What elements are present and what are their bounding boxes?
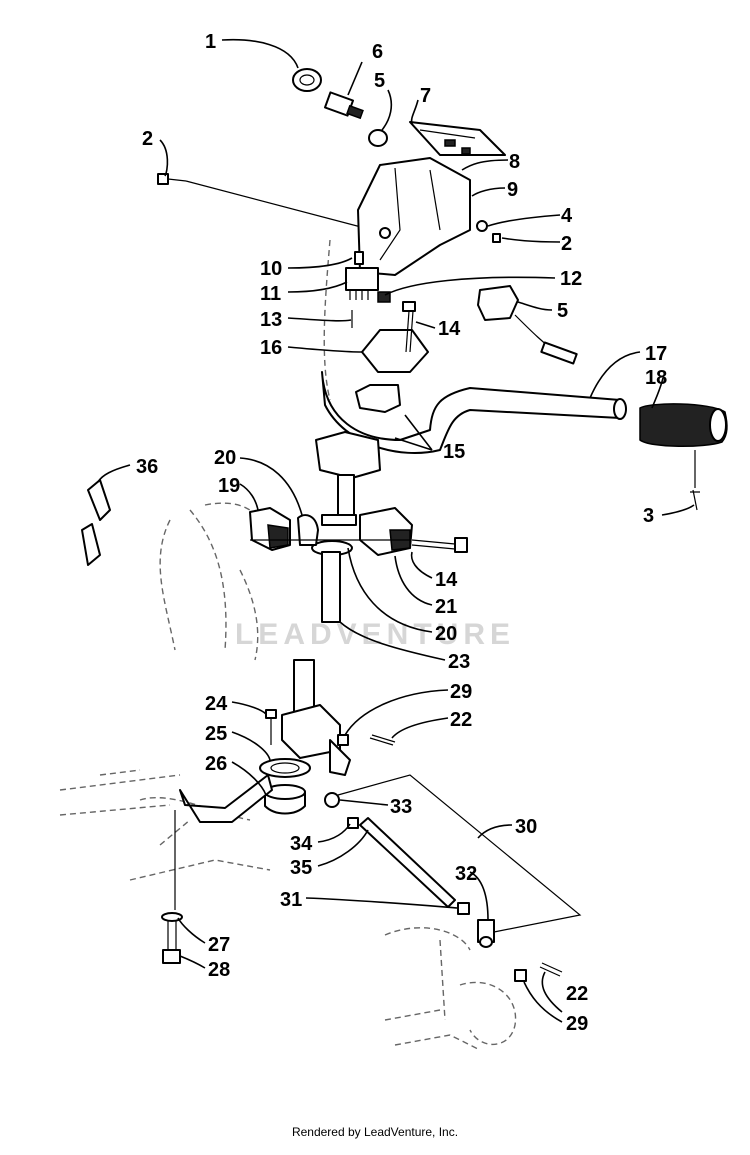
callout-12: 12	[560, 268, 582, 290]
leader-lines	[97, 38, 695, 1023]
callout-18: 18	[645, 367, 667, 389]
callout-21: 21	[435, 596, 457, 618]
part-14-bolt-lower	[411, 537, 468, 553]
part-16-bracket	[361, 329, 429, 373]
assembly-line	[185, 180, 381, 233]
part-14-bolt	[402, 301, 416, 353]
part-6-key	[323, 91, 364, 120]
callout-23: 23	[448, 651, 470, 673]
part-7-cover	[409, 121, 506, 156]
part-1-nut	[292, 68, 322, 92]
callout-13: 13	[260, 309, 282, 331]
callout-4: 4	[561, 205, 573, 227]
part-30-bracket-line	[337, 774, 582, 933]
part-26-collar	[264, 784, 306, 815]
part-5-washer	[368, 129, 388, 147]
part-24-bolt	[265, 709, 277, 745]
callout-20: 20	[214, 447, 236, 469]
part-4-washer	[476, 220, 488, 232]
part-5-switch	[477, 285, 578, 365]
part-15-clamp	[355, 384, 401, 413]
part-steering-arm	[281, 659, 351, 776]
callout-2-right: 2	[561, 233, 572, 255]
part-35-tie-rod	[359, 817, 456, 908]
callout-19: 19	[218, 475, 240, 497]
callout-2: 2	[142, 128, 153, 150]
part-19-clamp	[249, 507, 291, 551]
callout-32: 32	[455, 863, 477, 885]
part-9-housing	[357, 157, 471, 276]
callout-29-lower: 29	[566, 1013, 588, 1035]
part-23-steering-post	[311, 431, 381, 623]
callout-29: 29	[450, 681, 472, 703]
callout-5-right: 5	[557, 300, 568, 322]
part-32-tie-rod-end	[477, 919, 495, 948]
callout-22: 22	[450, 709, 472, 731]
callout-14: 14	[438, 318, 461, 340]
callouts: 1 6 5 7 2 8 9 4 2 10 12 11 5 13 14 16 17…	[136, 31, 667, 1035]
callout-1: 1	[205, 31, 216, 53]
part-22-pin	[369, 734, 396, 746]
callout-25: 25	[205, 723, 227, 745]
frame-outline-dashed	[59, 239, 517, 1051]
part-33-ball-joint	[324, 792, 340, 808]
part-36-sleeve	[81, 479, 111, 566]
callout-35: 35	[290, 857, 312, 879]
part-25-bearing	[259, 758, 311, 778]
part-20-bushing	[297, 514, 319, 546]
callout-10: 10	[260, 258, 282, 280]
callout-8: 8	[509, 151, 520, 173]
callout-24: 24	[205, 693, 228, 715]
footer-credit: Rendered by LeadVenture, Inc.	[291, 1125, 459, 1139]
callout-27: 27	[208, 934, 230, 956]
callout-36: 36	[136, 456, 158, 478]
callout-11: 11	[260, 283, 281, 305]
callout-33: 33	[390, 796, 412, 818]
callout-5: 5	[374, 70, 385, 92]
callout-9: 9	[507, 179, 518, 201]
part-31-nut	[457, 902, 470, 915]
part-18-grip	[639, 403, 728, 447]
callout-16: 16	[260, 337, 282, 359]
callout-26: 26	[205, 753, 227, 775]
callout-17: 17	[645, 343, 667, 365]
part-34-nut	[347, 817, 359, 829]
callout-22-lower: 22	[566, 983, 588, 1005]
part-21-clamp	[359, 507, 413, 556]
callout-28: 28	[208, 959, 230, 981]
callout-3: 3	[643, 505, 654, 527]
callout-20-lower: 20	[435, 623, 457, 645]
watermark: LEADVENTURE	[234, 618, 515, 651]
part-3-tack	[690, 489, 700, 511]
part-22-pin-lower	[539, 962, 563, 977]
callout-7: 7	[420, 85, 431, 107]
part-17-handlebar	[321, 371, 627, 454]
callout-34: 34	[290, 833, 313, 855]
callout-14-lower: 14	[435, 569, 458, 591]
callout-6: 6	[372, 41, 383, 63]
callout-15: 15	[443, 441, 465, 463]
mount-bracket	[179, 774, 273, 823]
part-2-screw-right	[492, 233, 501, 243]
part-29-nut	[337, 734, 349, 746]
part-29-nut-lower	[514, 969, 527, 982]
callout-30: 30	[515, 816, 537, 838]
part-28-bolt	[162, 920, 181, 964]
callout-31: 31	[280, 889, 302, 911]
part-11-switch	[345, 251, 391, 328]
part-27-washer	[161, 912, 183, 922]
part-2-screw	[157, 173, 187, 185]
